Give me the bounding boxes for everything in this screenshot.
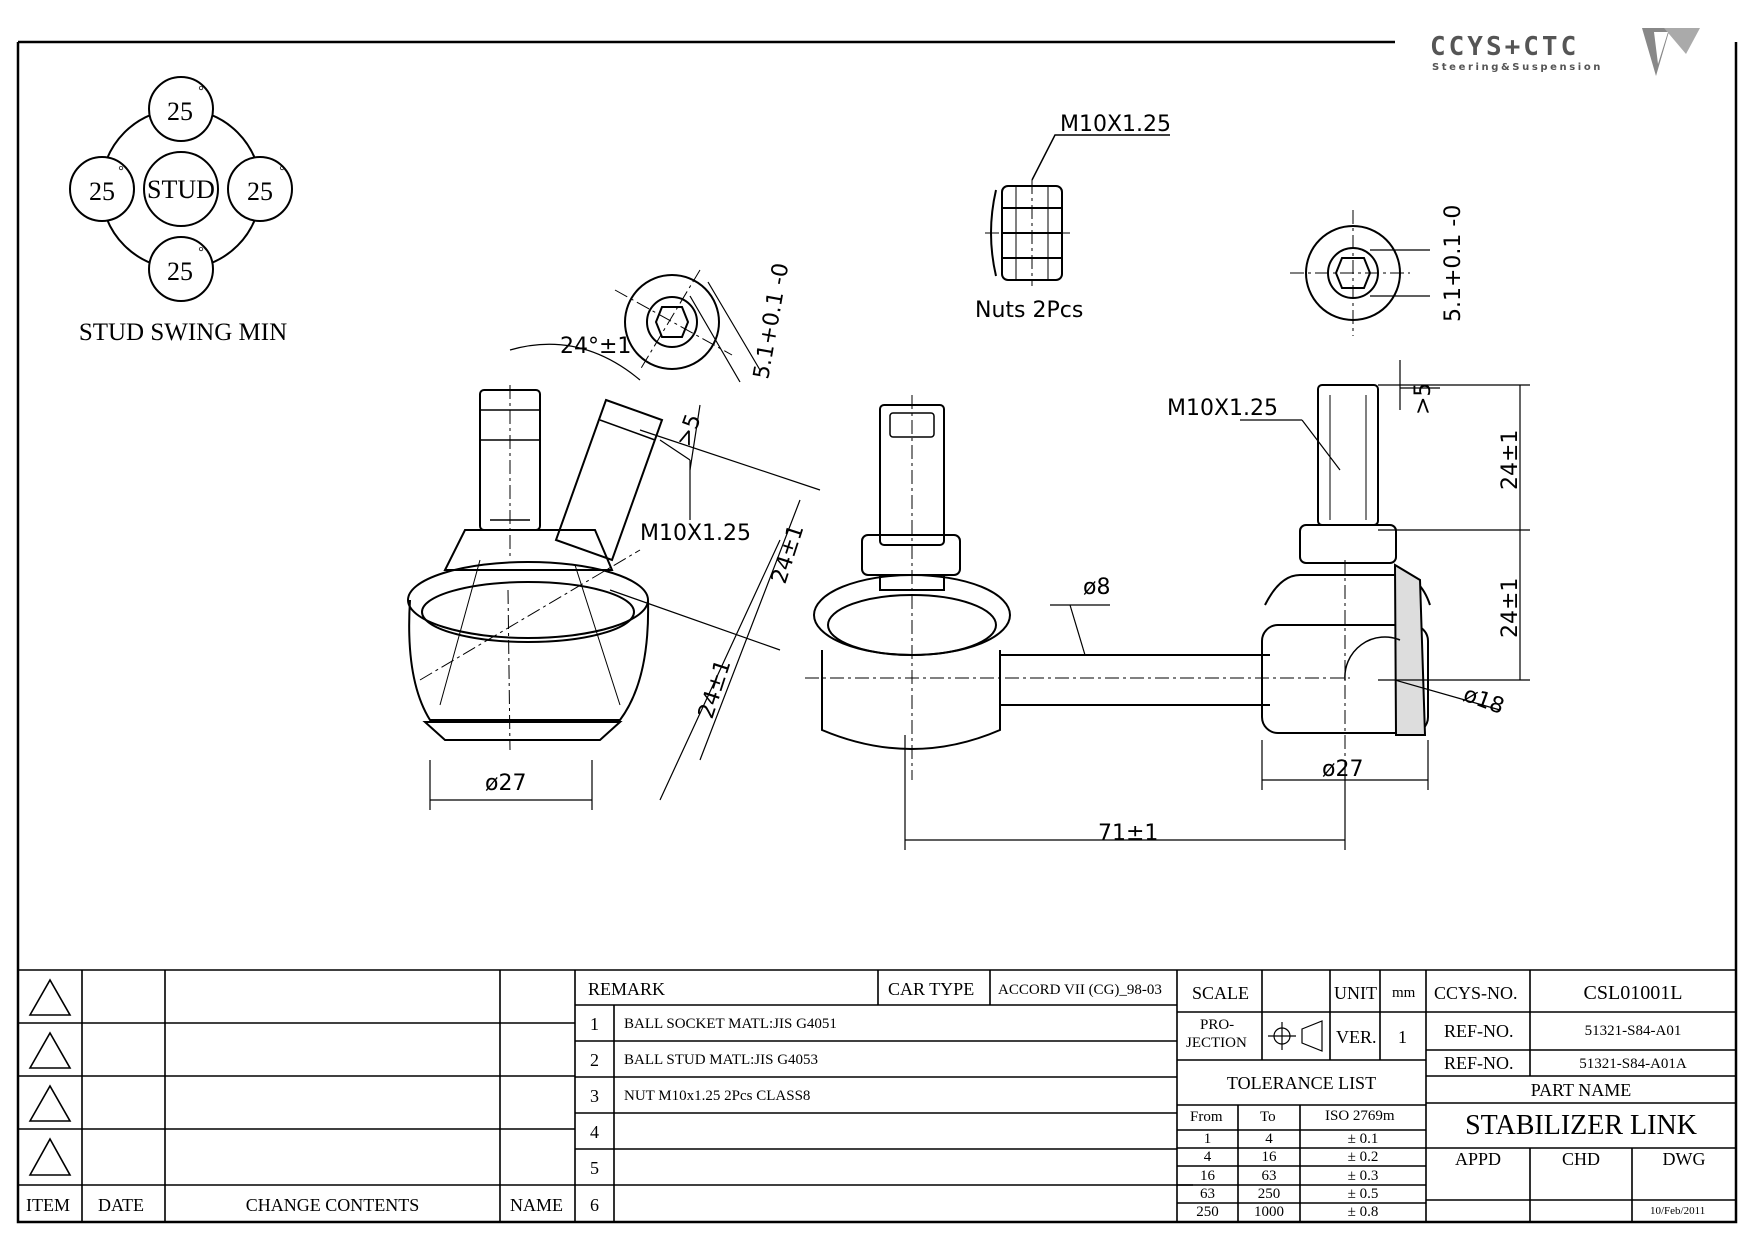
tolerance-to: 63: [1261, 1168, 1277, 1184]
swing-angle-left: 25: [89, 177, 115, 206]
remark-no: 5: [590, 1158, 599, 1178]
tolerance-value: ± 0.8: [1347, 1204, 1379, 1220]
logo-swoosh-icon: [1642, 28, 1700, 76]
link-view-dimensions: [904, 360, 1530, 850]
swing-angle-bottom: 25: [167, 257, 193, 286]
chd-label: CHD: [1561, 1149, 1600, 1169]
tolerance-header-from: From: [1190, 1109, 1223, 1125]
ball-dia18-label: ø18: [1460, 682, 1508, 720]
tolerance-to: 4: [1265, 1131, 1273, 1147]
angled-view-dimensions: [429, 343, 821, 810]
stud-swing-title: STUD SWING MIN: [79, 319, 287, 346]
degree-mark-left: °: [118, 164, 124, 179]
rev-header-name: NAME: [510, 1195, 563, 1215]
right-thread-label: M10X1.25: [1167, 396, 1278, 421]
center-distance-label: 71±1: [1098, 821, 1158, 846]
tolerance-to: 1000: [1254, 1204, 1284, 1220]
tolerance-to: 16: [1261, 1149, 1277, 1165]
stud-swing-diagram: [69, 76, 293, 302]
rod-dia8-label: ø8: [1083, 575, 1110, 600]
angled-length-label-2: 24±1: [694, 657, 736, 722]
version-label: VER.: [1336, 1027, 1377, 1047]
logo-brand-text: CCYS+CTC: [1430, 32, 1580, 62]
remark-no: 6: [590, 1195, 599, 1215]
ref-no-value: 51321-S84-A01: [1584, 1023, 1682, 1039]
right-tolerance-label: 5.1+0.1 -0: [1441, 205, 1466, 322]
degree-mark-right: °: [279, 164, 285, 179]
remark-text: BALL STUD MATL:JIS G4053: [624, 1052, 819, 1068]
remark-text: BALL SOCKET MATL:JIS G4051: [624, 1016, 837, 1032]
remark-no: 2: [590, 1050, 599, 1070]
ref-no-value: 51321-S84-A01A: [1579, 1056, 1687, 1072]
remark-text: NUT M10x1.25 2Pcs CLASS8: [624, 1088, 811, 1104]
stabilizer-link-view: [805, 384, 1431, 780]
sheet-border: [16, 40, 1738, 1224]
tolerance-from: 1: [1203, 1131, 1212, 1147]
logo-tagline: Steering&Suspension: [1432, 62, 1604, 73]
degree-mark-top: °: [198, 84, 204, 99]
drawing-date: 10/Feb/2011: [1650, 1205, 1706, 1217]
right-length-label-1: 24±1: [1498, 430, 1523, 490]
swing-angle-right: 25: [247, 177, 273, 206]
nut-thread-label: M10X1.25: [1060, 112, 1171, 137]
tolerance-value: ± 0.5: [1347, 1186, 1379, 1202]
remark-no: 4: [590, 1122, 599, 1142]
tolerance-list-title: TOLERANCE LIST: [1226, 1073, 1377, 1093]
tolerance-header-to: To: [1260, 1109, 1276, 1125]
angle-dimension-label: 24°±1: [560, 334, 631, 359]
right-length-label-2: 24±1: [1498, 578, 1523, 638]
company-logo: CCYS+CTC Steering&Suspension: [1430, 28, 1700, 84]
appd-label: APPD: [1454, 1149, 1502, 1169]
swing-center-label: STUD: [147, 175, 215, 204]
right-dia27-label: ø27: [1322, 757, 1363, 782]
degree-mark-bottom: °: [198, 245, 204, 260]
remark-no: 1: [590, 1014, 599, 1034]
car-type-label: CAR TYPE: [888, 979, 975, 999]
unit-value: mm: [1392, 985, 1416, 1001]
tolerance-from: 63: [1200, 1186, 1215, 1202]
rev-header-item: ITEM: [26, 1195, 70, 1215]
projection-label: PRO-: [1200, 1017, 1235, 1033]
rev-header-date: DATE: [98, 1195, 144, 1215]
angled-gt5-label: >5: [672, 411, 707, 450]
ccys-no-value: CSL01001L: [1583, 982, 1683, 1004]
right-gt5-label: >5: [1411, 383, 1436, 415]
angled-tolerance-label: 5.1+0.1 -0: [749, 261, 794, 381]
scale-label: SCALE: [1192, 983, 1250, 1003]
angled-thread-label: M10X1.25: [640, 521, 751, 546]
tolerance-value: ± 0.3: [1347, 1168, 1379, 1184]
nut-view: [985, 134, 1170, 286]
stud-swing-labels: 25 ° STUD 25 ° 25 ° 25 ° STUD SWING MIN: [79, 84, 287, 346]
title-block-grid: [18, 969, 1736, 1222]
nuts-quantity-label: Nuts 2Pcs: [975, 298, 1083, 323]
tolerance-value: ± 0.1: [1347, 1131, 1379, 1147]
left-dia27-label: ø27: [485, 771, 526, 796]
right-stud-top-view: [1290, 210, 1430, 336]
remark-no: 3: [590, 1086, 599, 1106]
swing-angle-top: 25: [167, 97, 193, 126]
part-name-label: PART NAME: [1530, 1080, 1632, 1100]
ccys-no-label: CCYS-NO.: [1434, 983, 1518, 1003]
tolerance-from: 250: [1196, 1204, 1219, 1220]
remark-header: REMARK: [588, 979, 666, 999]
tolerance-from: 4: [1203, 1149, 1212, 1165]
version-value: 1: [1398, 1027, 1407, 1047]
rev-header-change: CHANGE CONTENTS: [245, 1195, 420, 1215]
tolerance-from: 16: [1200, 1168, 1215, 1184]
projection-label: JECTION: [1186, 1035, 1247, 1051]
tolerance-to: 250: [1257, 1186, 1281, 1202]
unit-label: UNIT: [1334, 983, 1377, 1003]
angled-stud-top-view: [614, 269, 761, 383]
part-name-value: STABILIZER LINK: [1465, 1110, 1697, 1141]
dwg-label: DWG: [1662, 1149, 1706, 1169]
ref-no-label: REF-NO.: [1444, 1053, 1514, 1073]
ref-no-label: REF-NO.: [1444, 1021, 1514, 1041]
tolerance-header-iso: ISO 2769m: [1325, 1108, 1395, 1124]
angled-joint-view: [407, 385, 664, 751]
tolerance-value: ± 0.2: [1347, 1149, 1379, 1165]
car-type-value: ACCORD VII (CG)_98-03: [998, 982, 1162, 998]
